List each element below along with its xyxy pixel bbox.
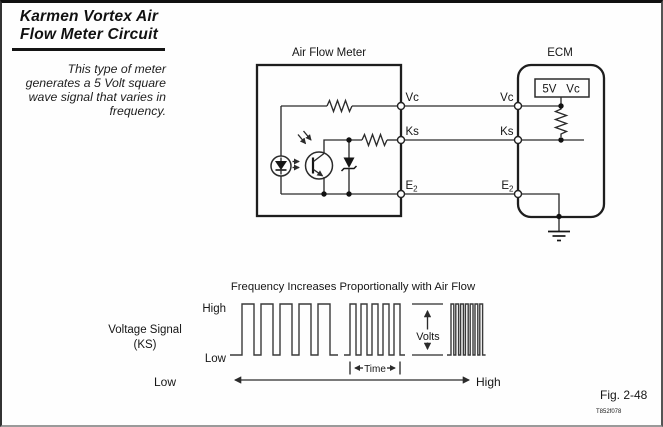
description-line: This type of meter <box>67 61 166 76</box>
waveform-high-frequency <box>447 303 486 356</box>
low-level-label: Low <box>205 353 227 365</box>
terminal-circles <box>396 101 523 199</box>
figure-code: T852f078 <box>596 409 622 415</box>
page-title-line1: Karmen Vortex Air <box>19 8 159 25</box>
light-arrow <box>302 130 312 141</box>
title-divider <box>12 48 165 51</box>
supply-5v-label: 5V <box>542 84 556 96</box>
sidebar: Karmen Vortex Air Flow Meter Circuit Thi… <box>10 8 168 119</box>
high-level-label: High <box>202 303 226 315</box>
terminal-ks-meter: Ks <box>406 126 420 138</box>
led-symbol <box>270 155 300 177</box>
supply-5v-box <box>534 78 590 98</box>
ecm-internals: 5V Vc <box>521 78 590 242</box>
description-line: frequency. <box>109 104 166 119</box>
terminal-e2-meter: E2 <box>406 180 419 194</box>
terminal-ks-ecm: Ks <box>500 126 514 138</box>
terminal-vc-meter: Vc <box>406 92 420 104</box>
ecm-title: ECM <box>547 47 573 59</box>
terminal-vc-ecm: Vc <box>500 92 514 104</box>
air-flow-meter-title: Air Flow Meter <box>292 47 366 59</box>
signal-label-ks: (KS) <box>134 339 157 351</box>
resistor-vc <box>326 98 353 114</box>
figure-svg: Air Flow Meter ECM <box>108 47 648 415</box>
supply-vc-label: Vc <box>566 84 580 96</box>
circuit-diagram: Air Flow Meter ECM <box>255 47 606 242</box>
axis-high-label: High <box>476 375 501 389</box>
time-marker: Time <box>349 361 401 375</box>
volts-indicator: Volts <box>412 303 444 356</box>
description-line: generates a 5 Volt square <box>25 75 166 90</box>
light-arrow <box>297 134 307 145</box>
ground-symbol <box>548 230 570 242</box>
airflow-axis: Low High <box>154 375 501 389</box>
waveform-low-frequency <box>230 303 338 356</box>
waveform-title: Frequency Increases Proportionally with … <box>231 281 476 293</box>
time-label: Time <box>364 364 386 375</box>
axis-low-label: Low <box>154 375 176 389</box>
interconnect-wires <box>404 105 515 195</box>
description-paragraph: This type of meter generates a 5 Volt sq… <box>10 62 168 119</box>
svg-text:5V Vc: 5V Vc <box>542 84 580 96</box>
junction-dots <box>321 103 564 220</box>
zener-diode-symbol <box>340 140 358 194</box>
resistor-ecm <box>553 106 569 137</box>
resistor-ks <box>361 132 388 148</box>
signal-label: Voltage Signal <box>108 324 182 336</box>
terminal-e2-ecm: E2 <box>501 180 514 194</box>
meter-wires <box>280 98 398 195</box>
phototransistor-symbol <box>297 130 334 194</box>
page-title: Karmen Vortex Air Flow Meter Circuit <box>10 8 168 43</box>
volts-label: Volts <box>416 331 440 343</box>
waveform-diagram: Frequency Increases Proportionally with … <box>108 281 500 389</box>
description-line: wave signal that varies in <box>28 90 166 105</box>
page-title-line2: Flow Meter Circuit <box>20 25 158 43</box>
terminal-labels: Vc Ks E2 Vc Ks E2 <box>406 92 515 194</box>
figure-caption: Fig. 2-48 <box>600 388 648 402</box>
waveform-medium-frequency <box>344 303 405 356</box>
